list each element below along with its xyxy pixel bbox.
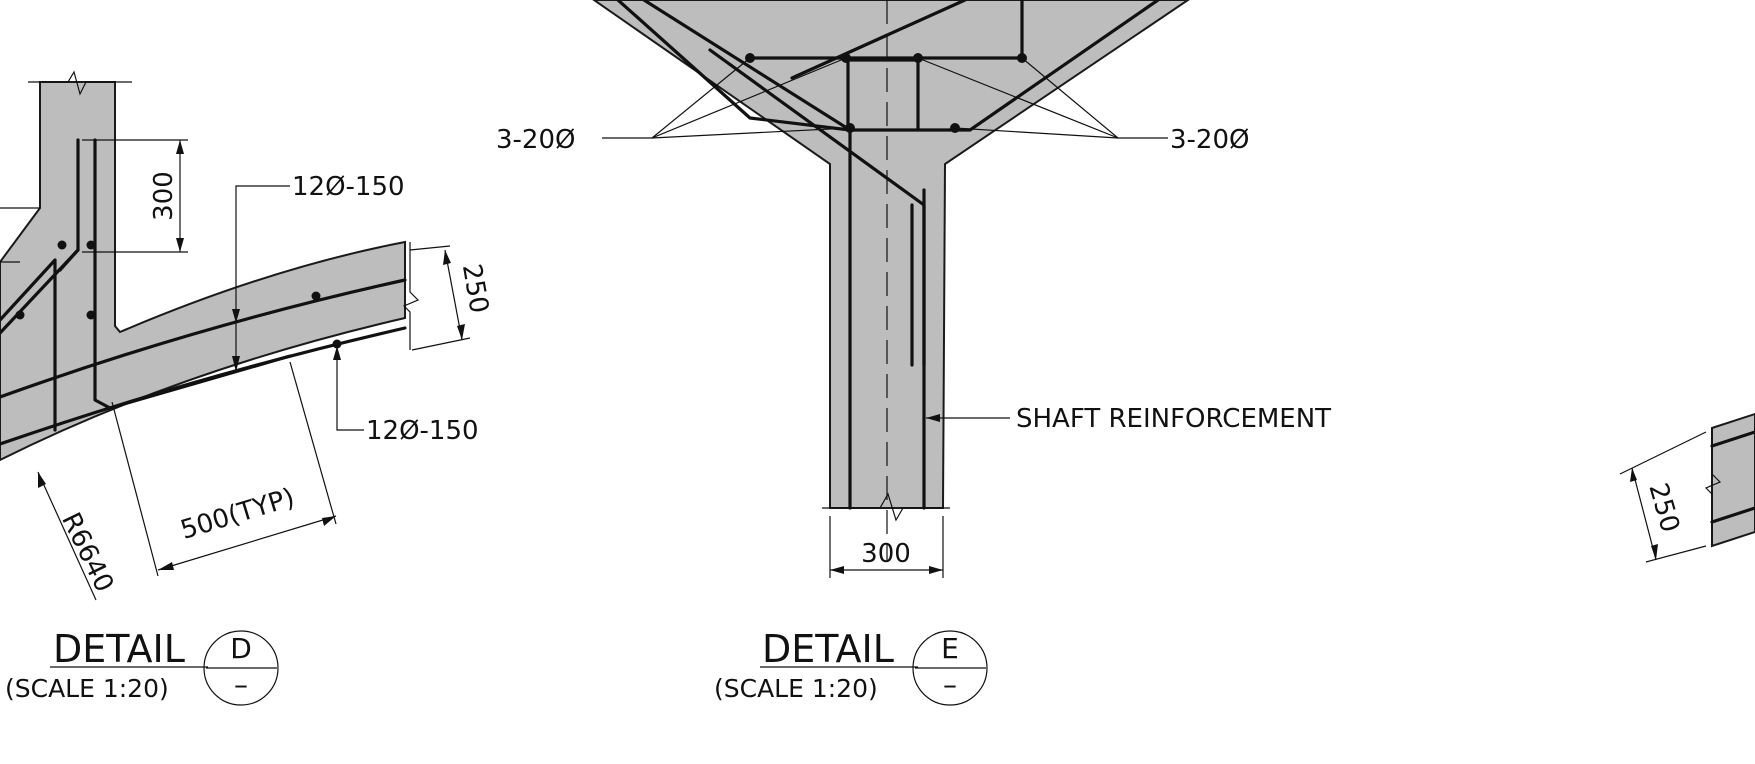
detail-d-callout-bubble	[203, 630, 279, 706]
detail-d-rebar-diagonal	[0, 258, 57, 432]
detail-d-bubble-sheet: –	[234, 668, 248, 701]
detail-d-bubble-letter: D	[230, 632, 252, 665]
detail-d-radius-label: R6640	[55, 508, 119, 597]
detail-d-concrete-section	[0, 81, 406, 462]
detail-e-leader-left	[651, 57, 847, 139]
detail-e-bar-dot	[845, 123, 855, 133]
detail-d-radius-arrow	[38, 472, 46, 488]
detail-e-leader-left	[651, 127, 851, 139]
detail-d-dim-ext	[409, 245, 451, 251]
detail-f-dim-250: 250	[1642, 480, 1685, 536]
detail-d-dim-line	[444, 249, 463, 341]
detail-f-dim-line	[1631, 467, 1657, 561]
detail-d-bar-dot	[15, 310, 25, 320]
detail-e-bubble-letter: E	[941, 632, 959, 665]
detail-d-title: DETAIL	[53, 627, 185, 671]
detail-e-rebar-inner-box	[846, 58, 920, 132]
detail-d-dim-250: 250	[456, 262, 494, 316]
detail-d-dim-300: 300	[149, 171, 179, 221]
detail-f-partial: 250	[1619, 412, 1755, 563]
detail-d-dim-arrow	[322, 516, 336, 526]
detail-d-dim-ext	[411, 337, 471, 351]
detail-d-rebar-top	[0, 278, 407, 399]
detail-d-dim-ext	[111, 401, 159, 577]
detail-e-dim-arrow	[929, 566, 943, 574]
detail-d-dim-arrow	[176, 140, 184, 154]
detail-d-bar-dot	[57, 240, 67, 250]
detail-e-rebar-cone-left-inner	[642, 0, 852, 132]
detail-d-bar-dot	[311, 291, 321, 301]
detail-d-leader-bottom	[336, 346, 364, 431]
detail-e-bars-left-label: 3-20Ø	[496, 125, 575, 155]
detail-e-shaft-label: SHAFT REINFORCEMENT	[1016, 404, 1331, 434]
detail-e-dim-300: 300	[861, 539, 911, 569]
detail-d-bar-label-bottom: 12Ø-150	[366, 416, 479, 446]
detail-d-dim-500-typ: 500(TYP)	[177, 483, 298, 546]
detail-f-dim-arrow	[1651, 544, 1658, 560]
detail-f-dim-arrow	[1630, 468, 1637, 482]
detail-e-leader-right	[917, 57, 1119, 139]
detail-d-dim-arrow	[176, 238, 184, 252]
detail-d-leader-arrow	[333, 346, 341, 360]
detail-d-break-right	[402, 242, 420, 350]
detail-d-dim-arrow	[443, 250, 451, 265]
detail-d: 300 12Ø-150 12Ø-150 250 500(TYP) R6640 D…	[0, 70, 494, 706]
detail-d-bar-dot	[86, 240, 96, 250]
detail-e-rebar-cone-right	[848, 0, 1160, 132]
detail-e-dim-arrow	[830, 566, 844, 574]
detail-f-break	[1704, 428, 1722, 546]
detail-d-bar-dot	[332, 339, 342, 349]
detail-e-shaft-arrow	[926, 414, 940, 422]
detail-d-radius-leader	[37, 471, 97, 601]
detail-e-break-bottom	[822, 492, 950, 522]
detail-d-dim-arrow	[158, 562, 174, 570]
detail-e-rebar-cross	[790, 0, 967, 80]
detail-d-dim-arrow	[457, 324, 465, 340]
detail-d-dim-ext	[289, 361, 337, 525]
detail-d-scale: (SCALE 1:20)	[5, 674, 169, 703]
detail-e-leader-right	[954, 127, 1119, 139]
detail-e-bars-right-label: 3-20Ø	[1170, 125, 1249, 155]
detail-d-leader-arrow	[232, 356, 240, 372]
detail-d-rebar-wall-outer	[58, 138, 80, 272]
detail-e-scale: (SCALE 1:20)	[714, 674, 878, 703]
detail-d-break-top	[28, 70, 132, 96]
detail-e-bubble-sheet: –	[943, 668, 957, 701]
detail-d-leader-arrow	[232, 309, 240, 323]
detail-e-callout-bubble	[912, 630, 988, 706]
detail-d-dim-line	[157, 515, 337, 571]
detail-d-bar-dot	[86, 310, 96, 320]
detail-f-dim-ext	[1619, 431, 1707, 475]
detail-f-rebar-bottom	[1710, 506, 1755, 524]
detail-d-rebar-bottom	[0, 326, 407, 446]
detail-f-rebar-top	[1710, 430, 1755, 448]
detail-d-bar-label-top: 12Ø-150	[292, 172, 405, 202]
detail-e-title: DETAIL	[762, 627, 894, 671]
detail-e: 3-20Ø 3-20Ø SHAFT REINFORCEMENT 300 DETA…	[496, 0, 1331, 706]
